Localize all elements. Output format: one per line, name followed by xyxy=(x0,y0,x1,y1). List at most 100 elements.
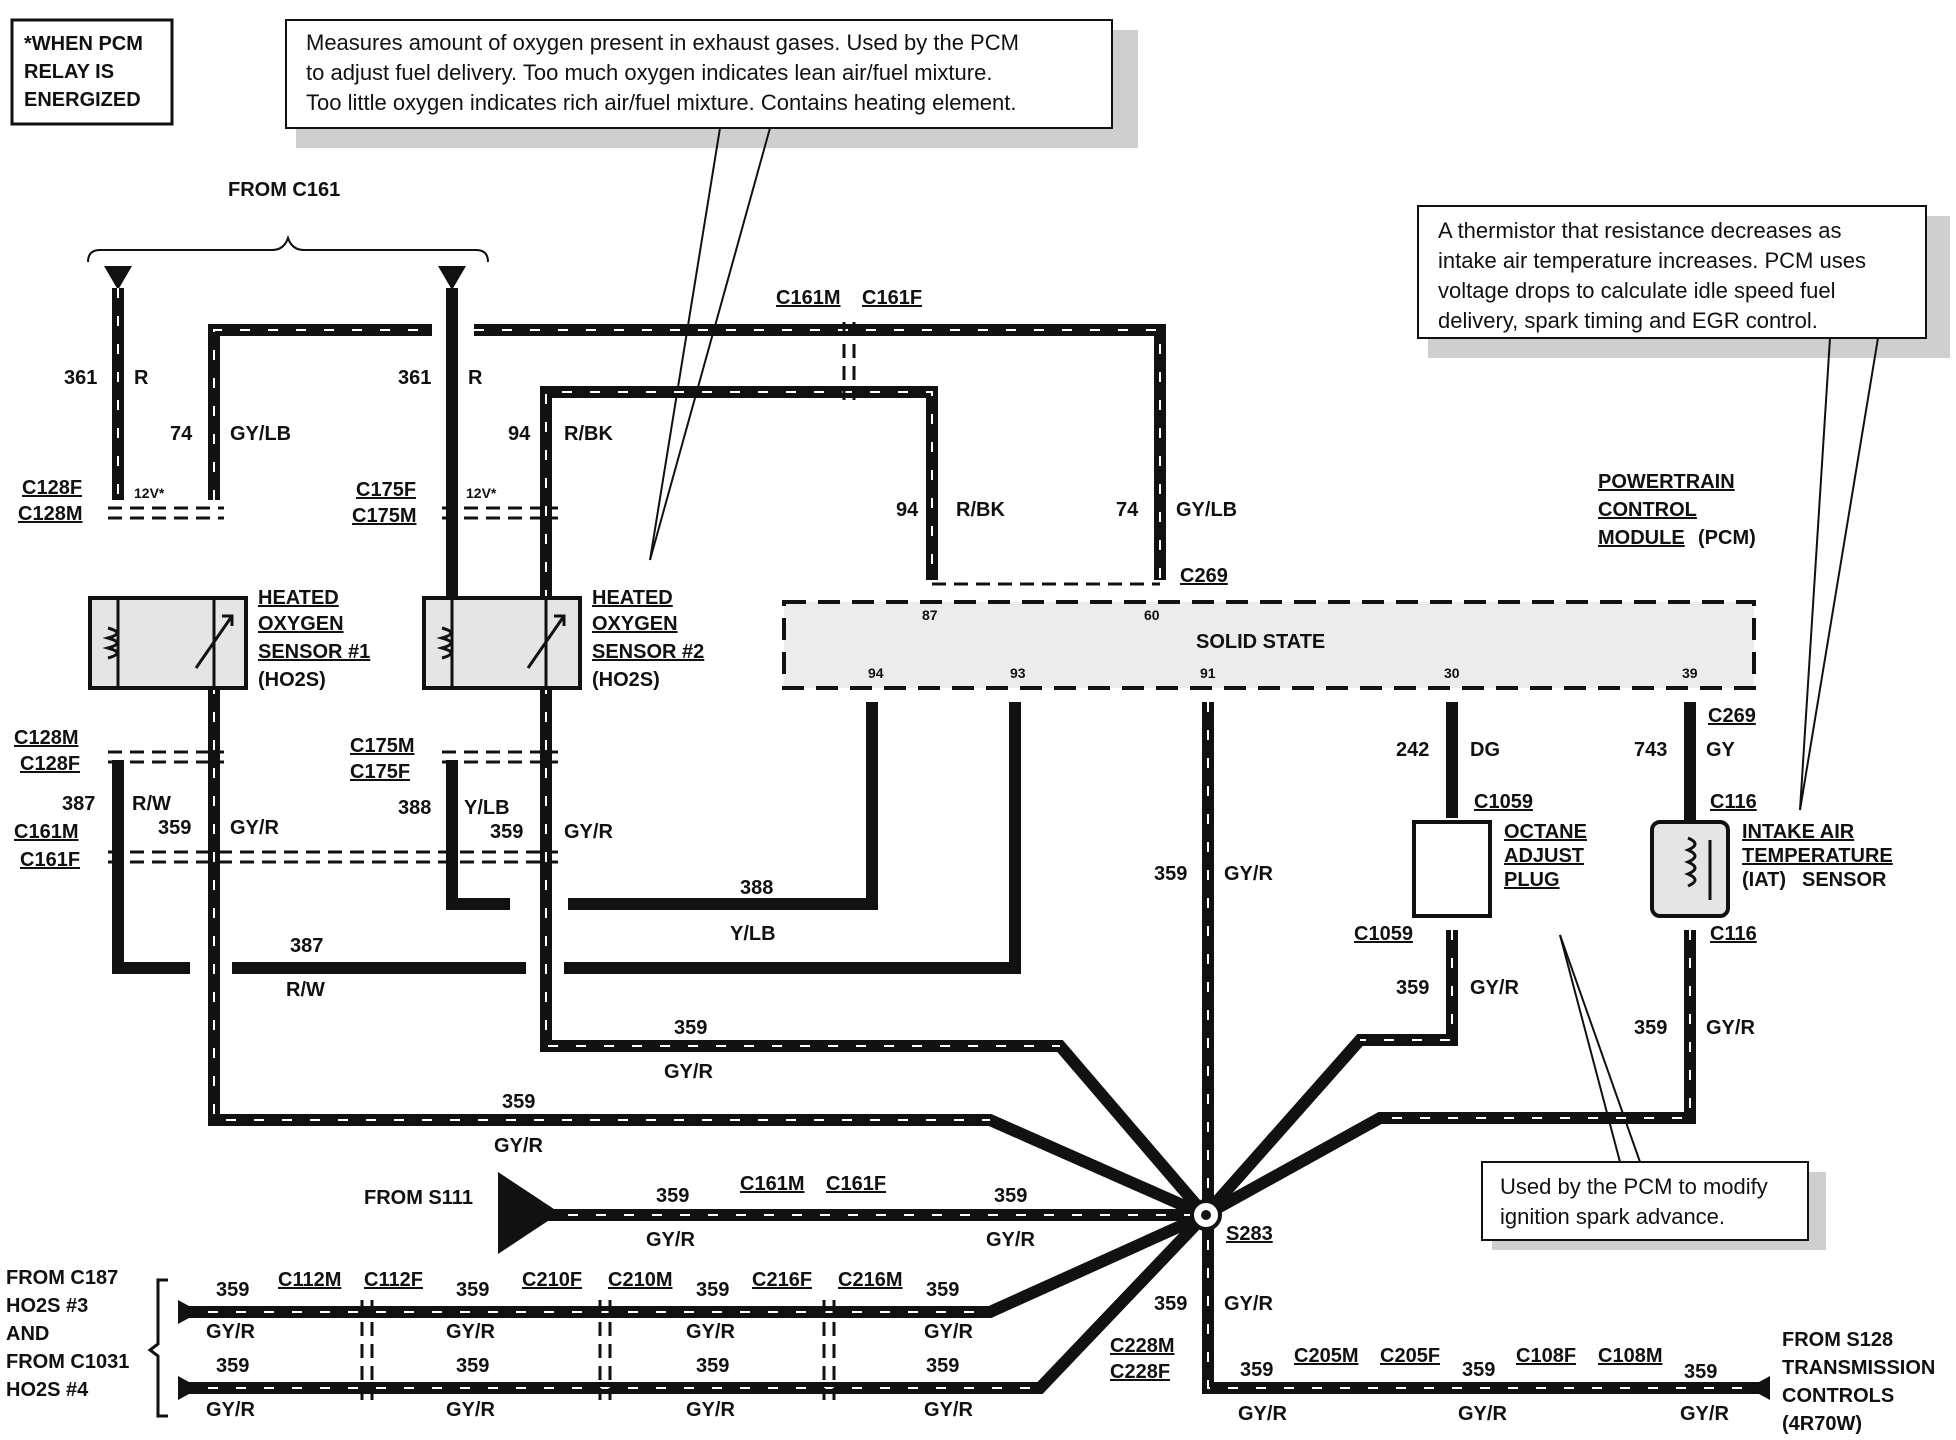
connector-label: C228M xyxy=(1110,1335,1174,1357)
circuit-label: 359 xyxy=(490,821,523,843)
color-label: R/BK xyxy=(564,423,613,445)
pcm-pin: 60 xyxy=(1144,607,1160,623)
connector-label: C128F xyxy=(20,753,80,775)
color-label: GY/R xyxy=(230,817,279,839)
thermistor-callout: A thermistor that resistance decreases a… xyxy=(1417,205,1950,811)
color-label: GY/R xyxy=(1238,1403,1287,1425)
connector-label: C128M xyxy=(18,503,82,525)
color-label: GY/R xyxy=(446,1321,495,1343)
color-label: R/W xyxy=(132,793,171,815)
circuit-label: 94 xyxy=(896,499,919,521)
circuit-label: 743 xyxy=(1634,739,1667,761)
thermistor-callout-line: delivery, spark timing and EGR control. xyxy=(1438,308,1818,333)
circuit-label: 359 xyxy=(656,1185,689,1207)
pcm-state: SOLID STATE xyxy=(1196,631,1325,653)
circuit-label: 359 xyxy=(456,1279,489,1301)
12v-label: 12V* xyxy=(134,485,165,501)
circuit-label: 359 xyxy=(674,1017,707,1039)
from-s111-label: FROM S111 xyxy=(364,1187,473,1209)
from-s128-line: FROM S128 xyxy=(1782,1329,1893,1351)
circuit-label: 359 xyxy=(216,1355,249,1377)
sensor-2-name: OXYGEN xyxy=(592,613,678,635)
color-label: R xyxy=(134,367,149,389)
connector-label: C161M xyxy=(776,287,840,309)
connector-label: C116 xyxy=(1710,791,1757,813)
pcm-pin: 94 xyxy=(868,665,884,681)
color-label: GY/R xyxy=(686,1399,735,1421)
connector-labels: C128F C128M C175F C175M C128M C128F C175… xyxy=(14,287,1757,1383)
pcm-abbr: (PCM) xyxy=(1698,527,1756,549)
color-label: GY/R xyxy=(664,1061,713,1083)
connector-label: C112F xyxy=(364,1269,423,1291)
color-label: GY/R xyxy=(206,1399,255,1421)
iat-name: INTAKE AIR xyxy=(1742,821,1855,843)
circuit-label: 359 xyxy=(696,1355,729,1377)
circuit-label: 242 xyxy=(1396,739,1429,761)
spark-callout-line: Used by the PCM to modify xyxy=(1500,1174,1768,1199)
connector-label: C210M xyxy=(608,1269,672,1291)
connector-label: C205F xyxy=(1380,1345,1440,1367)
iat-name: TEMPERATURE xyxy=(1742,845,1893,867)
circuit-label: 359 xyxy=(1634,1017,1667,1039)
color-label: GY/R xyxy=(1680,1403,1729,1425)
circuit-label: 359 xyxy=(158,817,191,839)
circuit-label: 359 xyxy=(926,1355,959,1377)
connector-label: C175F xyxy=(356,479,416,501)
from-c187-line: HO2S #4 xyxy=(6,1379,89,1401)
heated-oxygen-sensor-2: HEATED OXYGEN SENSOR #2 (HO2S) xyxy=(422,587,704,691)
connector-label: C228F xyxy=(1110,1361,1170,1383)
connector-label: C1059 xyxy=(1354,923,1413,945)
thermistor-callout-line: intake air temperature increases. PCM us… xyxy=(1438,248,1866,273)
oxygen-callout-line: to adjust fuel delivery. Too much oxygen… xyxy=(306,60,992,85)
f-mark: F xyxy=(512,1199,530,1232)
color-label: R/W xyxy=(286,979,325,1001)
sensor-2-name: HEATED xyxy=(592,587,673,609)
circuit-label: 359 xyxy=(216,1279,249,1301)
connector-label: C175M xyxy=(352,505,416,527)
connector-label: C161F xyxy=(20,849,80,871)
connector-label: C216M xyxy=(838,1269,902,1291)
color-label: R/BK xyxy=(956,499,1005,521)
color-label: GY/R xyxy=(924,1399,973,1421)
connector-label: C128M xyxy=(14,727,78,749)
circuit-label: 359 xyxy=(696,1279,729,1301)
pcm-pin: 93 xyxy=(1010,665,1026,681)
oxygen-callout-line: Measures amount of oxygen present in exh… xyxy=(306,30,1019,55)
pcm-pin: 30 xyxy=(1444,665,1460,681)
color-label: GY/R xyxy=(986,1229,1035,1251)
sensor-1-name: OXYGEN xyxy=(258,613,344,635)
color-label: GY xyxy=(1706,739,1736,761)
circuit-label: 359 xyxy=(1462,1359,1495,1381)
circuit-label: 74 xyxy=(1116,499,1139,521)
heated-oxygen-sensor-1: HEATED OXYGEN SENSOR #1 (HO2S) xyxy=(88,587,370,691)
circuit-label: 74 xyxy=(170,423,193,445)
octane-name: OCTANE xyxy=(1504,821,1587,843)
color-label: GY/R xyxy=(206,1321,255,1343)
from-s128: FROM S128 TRANSMISSION CONTROLS (4R70W) xyxy=(1748,1329,1935,1435)
circuit-label: 359 xyxy=(502,1091,535,1113)
octane-name: ADJUST xyxy=(1504,845,1584,867)
pcm-pin: 39 xyxy=(1682,665,1698,681)
color-label: GY/R xyxy=(924,1321,973,1343)
connector-label: C269 xyxy=(1708,705,1756,727)
pcm-pin: 91 xyxy=(1200,665,1216,681)
iat-sensor: INTAKE AIR TEMPERATURE (IAT) SENSOR xyxy=(1650,820,1893,918)
thermistor-icon xyxy=(526,614,566,669)
connector-label: C175F xyxy=(350,761,410,783)
circuit-label: 387 xyxy=(290,935,323,957)
connector-label: C161F xyxy=(826,1173,886,1195)
oxygen-callout: Measures amount of oxygen present in exh… xyxy=(285,19,1138,561)
s283-label: S283 xyxy=(1226,1223,1273,1245)
color-label: GY/R xyxy=(564,821,613,843)
pcm-name: CONTROL xyxy=(1598,499,1697,521)
thermistor-icon xyxy=(1684,836,1697,888)
iat-tail: SENSOR xyxy=(1802,869,1887,891)
relay-note-line: *WHEN PCM xyxy=(24,33,143,55)
from-c187-line: FROM C1031 xyxy=(6,1351,129,1373)
connector-label: C269 xyxy=(1180,565,1228,587)
circuit-label: 359 xyxy=(926,1279,959,1301)
color-label: DG xyxy=(1470,739,1500,761)
relay-note-line: ENERGIZED xyxy=(24,89,141,111)
circuit-label: 359 xyxy=(1154,1293,1187,1315)
relay-note-line: RELAY IS xyxy=(24,61,114,83)
